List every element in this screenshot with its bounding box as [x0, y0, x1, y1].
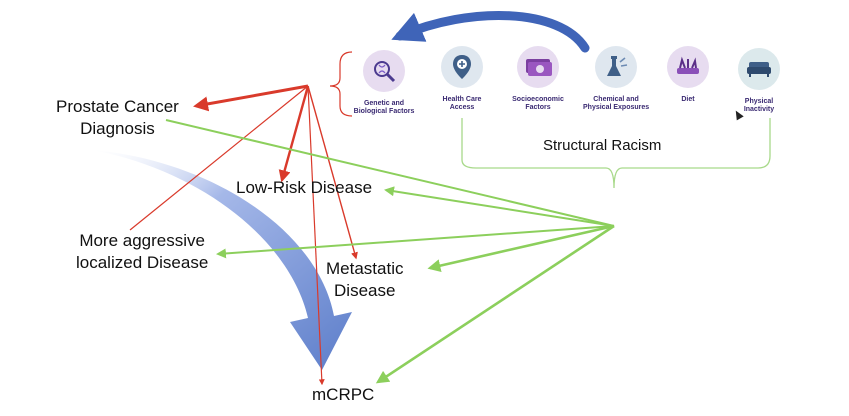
location-pin-icon: [441, 46, 483, 88]
feedback-curve-arrow: [391, 11, 590, 53]
green-arrows: [165, 119, 615, 384]
node-low-risk-disease: Low-Risk Disease: [236, 178, 373, 197]
red-arrows: [129, 84, 358, 386]
diet-icon: [667, 46, 709, 88]
factor-diet: Diet: [655, 46, 721, 104]
structural-racism-label: Structural Racism: [543, 137, 662, 154]
couch-icon: [738, 48, 780, 90]
chemical-exposure-icon: [595, 46, 637, 88]
structural-racism-bracket: [461, 118, 771, 189]
dna-magnifier-icon: [363, 50, 405, 92]
progression-arrow: [92, 150, 352, 370]
factor-label: Diet: [681, 96, 695, 103]
genetic-bracket: [329, 51, 353, 117]
node-mcrpc: mCRPC: [312, 385, 375, 404]
money-icon: [517, 46, 559, 88]
